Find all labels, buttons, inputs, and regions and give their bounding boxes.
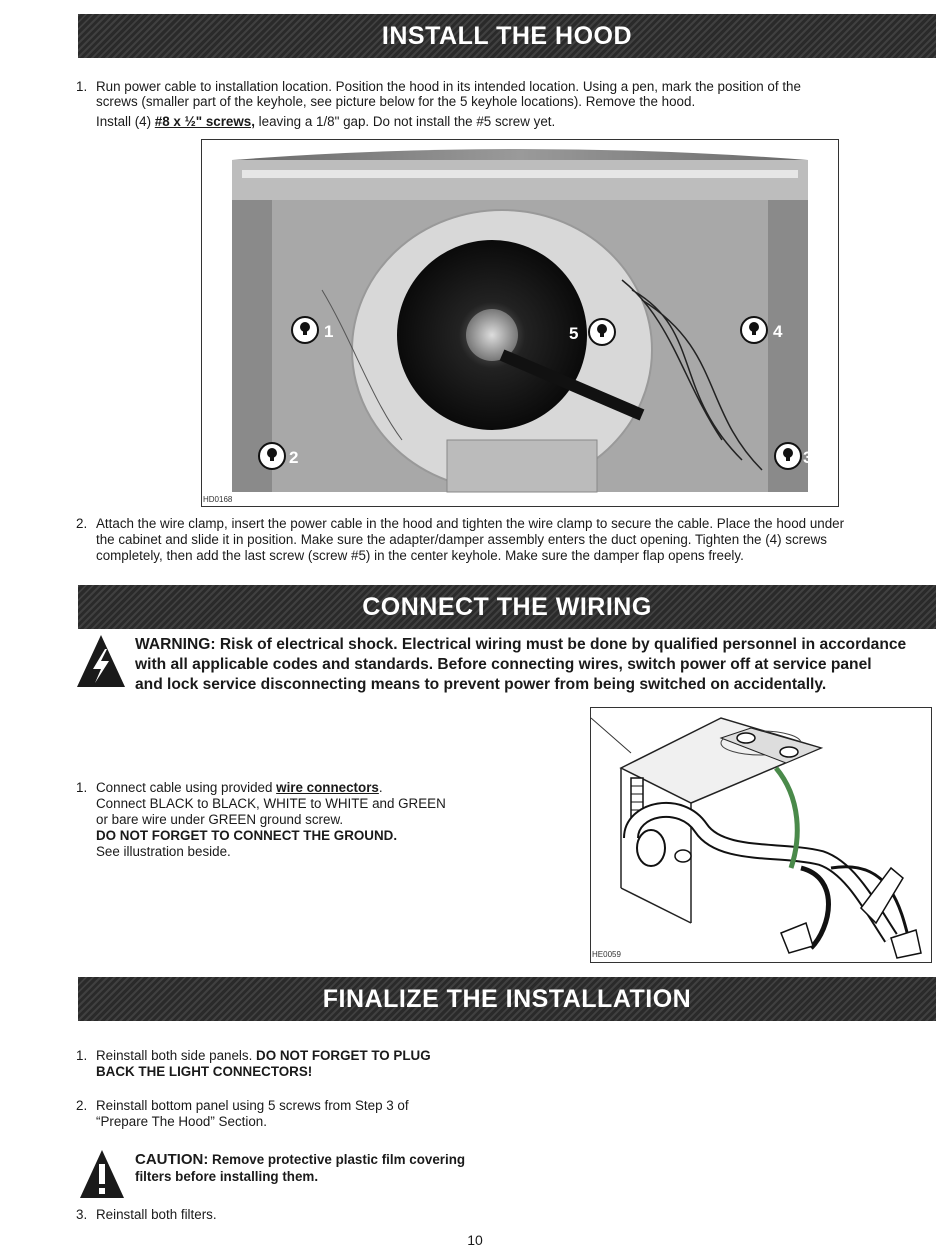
keyhole-label: 2 <box>289 448 298 467</box>
hood-keyhole-photo: 1 2 3 4 5 HD0168 <box>201 139 839 507</box>
wiring-step1-line1: Connect cable using provided wire connec… <box>96 780 383 795</box>
wiring-text: . <box>378 780 383 795</box>
section-banner-install: INSTALL THE HOOD <box>78 14 936 58</box>
figure-code: HD0168 <box>203 495 233 504</box>
caution-line1: CAUTION: Remove protective plastic film … <box>135 1152 465 1168</box>
install-step2-line3: completely, then add the last screw (scr… <box>96 548 744 563</box>
figure-code: HE0059 <box>592 950 621 959</box>
install-text: Install (4) <box>96 114 155 129</box>
page-number: 10 <box>467 1232 483 1248</box>
section-banner-wiring: CONNECT THE WIRING <box>78 585 936 629</box>
install-step2-line1: Attach the wire clamp, insert the power … <box>96 516 845 531</box>
finalize-step1-line2: BACK THE LIGHT CONNECTORS! <box>96 1064 313 1079</box>
install-step1-line1: Run power cable to installation location… <box>96 79 801 94</box>
install-step1-line2: screws (smaller part of the keyhole, see… <box>96 94 696 109</box>
wiring-step1-line2: Connect BLACK to BLACK, WHITE to WHITE a… <box>96 796 446 811</box>
install-step1-line3: Install (4) #8 x ½" screws, leaving a 1/… <box>96 114 555 129</box>
screw-icon <box>736 732 799 758</box>
hood-illustration: 1 2 3 4 5 <box>202 140 838 506</box>
caution-text: Remove protective plastic film covering <box>208 1152 466 1167</box>
wiring-step1-line5: See illustration beside. <box>96 844 231 859</box>
install-text: leaving a 1/8" gap. Do not install the #… <box>254 114 556 129</box>
caution-icon <box>80 1150 124 1198</box>
electrical-hazard-icon <box>77 635 125 687</box>
step-number: 1. <box>76 780 88 795</box>
finalize-step1-line1: Reinstall both side panels. DO NOT FORGE… <box>96 1048 431 1063</box>
finalize-step2-line2: “Prepare The Hood” Section. <box>96 1114 267 1129</box>
caution-label: CAUTION: <box>135 1151 209 1168</box>
screws-link[interactable]: #8 x ½" screws, <box>154 114 255 129</box>
wiring-step1-line3: or bare wire under GREEN ground screw. <box>96 812 344 827</box>
wire-nut-icon <box>780 922 922 959</box>
finalize-emphasis: DO NOT FORGET TO PLUG <box>256 1048 431 1063</box>
wiring-text: Connect cable using provided <box>96 780 277 795</box>
step-number: 1. <box>76 1048 88 1063</box>
step-number: 1. <box>76 79 88 94</box>
step-number: 3. <box>76 1207 88 1222</box>
wiring-step1-line4: DO NOT FORGET TO CONNECT THE GROUND. <box>96 828 398 843</box>
keyhole-2-marker <box>258 442 286 470</box>
keyhole-4-marker <box>740 316 768 344</box>
keyhole-label: 3 <box>803 448 812 467</box>
keyhole-3-marker <box>774 442 802 470</box>
warning-line2: with all applicable codes and standards.… <box>135 656 872 673</box>
step-number: 2. <box>76 516 88 531</box>
install-step2-line2: the cabinet and slide it in position. Ma… <box>96 532 827 547</box>
step-number: 2. <box>76 1098 88 1113</box>
section-banner-finalize: FINALIZE THE INSTALLATION <box>78 977 936 1021</box>
keyhole-1-marker <box>291 316 319 344</box>
warning-line1: WARNING: Risk of electrical shock. Elect… <box>135 636 907 653</box>
wiring-illustration: HE0059 <box>590 707 932 963</box>
section-title: FINALIZE THE INSTALLATION <box>322 984 692 1013</box>
section-title: INSTALL THE HOOD <box>381 21 633 50</box>
finalize-text: Reinstall both side panels. <box>96 1048 257 1063</box>
caution-line2: filters before installing them. <box>135 1169 319 1184</box>
keyhole-5-marker <box>588 318 616 346</box>
wiring-diagram <box>591 708 931 962</box>
finalize-step3-line1: Reinstall both filters. <box>96 1207 217 1222</box>
section-title: CONNECT THE WIRING <box>362 592 652 621</box>
finalize-step2-line1: Reinstall bottom panel using 5 screws fr… <box>96 1098 409 1113</box>
keyhole-label: 1 <box>324 322 333 341</box>
warning-line3: and lock service disconnecting means to … <box>135 676 827 693</box>
wire-connectors-link[interactable]: wire connectors <box>276 780 379 795</box>
keyhole-label: 4 <box>773 322 783 341</box>
keyhole-label: 5 <box>569 324 578 343</box>
